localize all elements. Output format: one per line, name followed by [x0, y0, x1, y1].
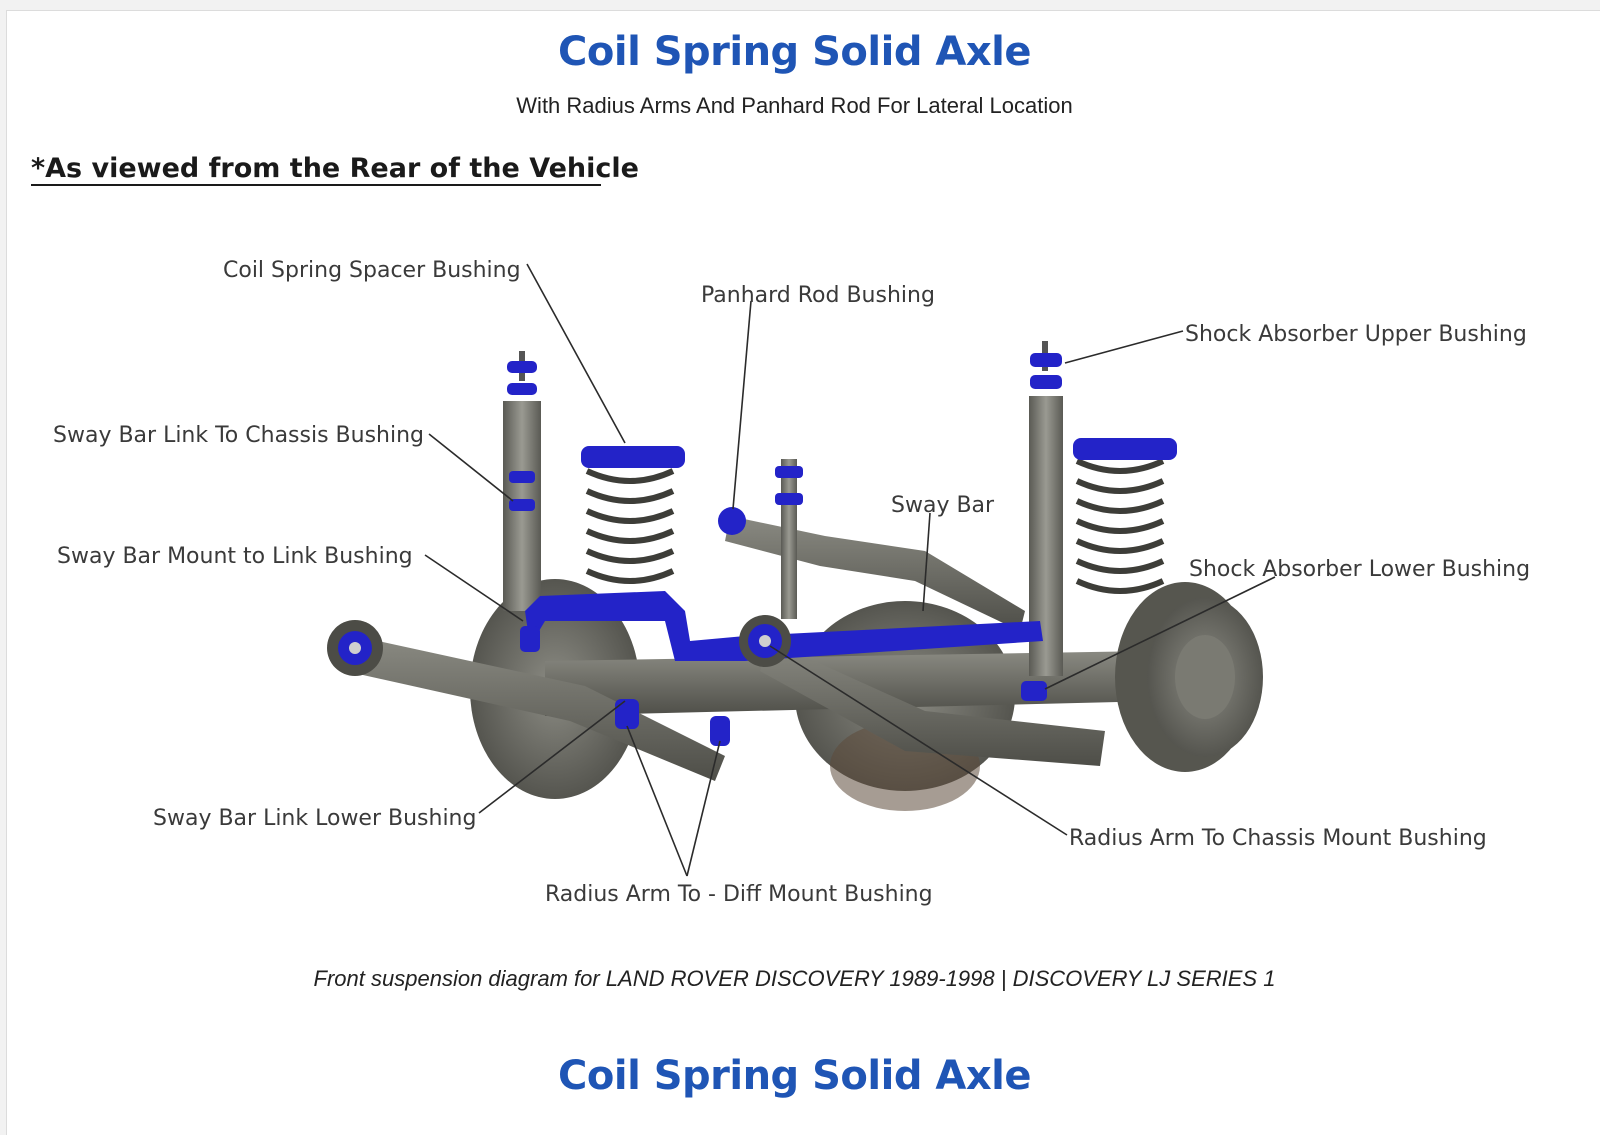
right-shock-lower-bushing [1021, 681, 1047, 701]
left-radius-arm [345, 636, 725, 781]
view-note: *As viewed from the Rear of the Vehicle [31, 153, 639, 184]
label-radius-arm-to-diff-mount-bushing: Radius Arm To - Diff Mount Bushing [545, 882, 933, 907]
right-shock-upper-bushing [1030, 353, 1062, 367]
page-title: Coil Spring Solid Axle [558, 29, 1031, 75]
label-sway-bar-mount-to-link-bushing: Sway Bar Mount to Link Bushing [57, 544, 413, 569]
right-coil-spring [1073, 438, 1177, 594]
sway-link-chassis-bushing [509, 471, 535, 483]
label-sway-bar-link-to-chassis-bushing: Sway Bar Link To Chassis Bushing [53, 423, 424, 448]
left-shock-absorber [503, 351, 541, 611]
left-coil-spring [581, 446, 685, 584]
right-radius-arm [760, 641, 1105, 766]
content-card: Coil Spring Solid Axle With Radius Arms … [6, 10, 1600, 1135]
leader-lines [424, 263, 1276, 877]
suspension-diagram-svg: *As viewed from the Rear of the Vehicle [31, 153, 1530, 907]
panhard-rod [725, 516, 1025, 631]
right-shock-absorber [1021, 341, 1063, 701]
panhard-rod-bushing-shape [718, 507, 746, 535]
diff-mount-bushing-left [615, 699, 639, 729]
section-title: Coil Spring Solid Axle [558, 1053, 1031, 1099]
label-sway-bar-link-lower-bushing: Sway Bar Link Lower Bushing [153, 806, 476, 831]
suspension-diagram: *As viewed from the Rear of the Vehicle [25, 141, 1585, 941]
label-shock-absorber-lower-bushing: Shock Absorber Lower Bushing [1189, 557, 1530, 582]
right-coil-spacer-bushing [1073, 438, 1177, 460]
label-coil-spring-spacer-bushing: Coil Spring Spacer Bushing [223, 258, 521, 283]
sway-mount-link-bushing [520, 626, 540, 652]
diagram-caption: Front suspension diagram for LAND ROVER … [313, 966, 1276, 991]
label-sway-bar: Sway Bar [891, 493, 995, 518]
suspension-assembly [327, 341, 1263, 811]
diff-mount-bushing-right [710, 716, 730, 746]
label-panhard-rod-bushing: Panhard Rod Bushing [701, 283, 935, 308]
left-shock-upper-bushing [507, 361, 537, 373]
right-drum-hub [1175, 635, 1235, 719]
center-sway-link [775, 459, 803, 619]
label-radius-arm-to-chassis-mount-bushing: Radius Arm To Chassis Mount Bushing [1069, 826, 1487, 851]
page-subtitle: With Radius Arms And Panhard Rod For Lat… [516, 93, 1073, 118]
sway-bar [525, 591, 1043, 661]
label-shock-absorber-upper-bushing: Shock Absorber Upper Bushing [1185, 322, 1527, 347]
left-coil-spacer-bushing [581, 446, 685, 468]
